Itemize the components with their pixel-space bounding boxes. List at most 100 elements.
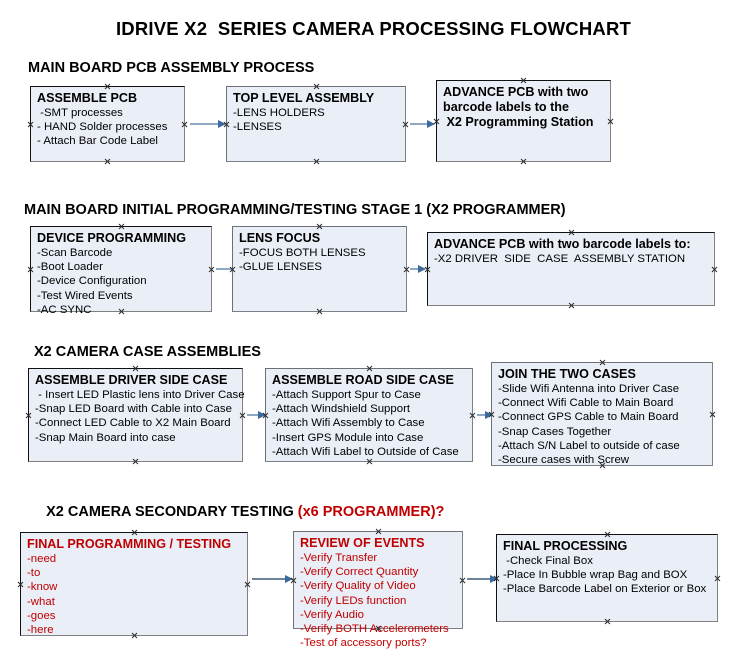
node-line: -Connect LED Cable to X2 Main Board — [35, 417, 231, 430]
arrowhead-icon — [485, 411, 493, 419]
node-line: - Attach Bar Code Label — [37, 135, 158, 148]
node-line: -Insert GPS Module into Case — [272, 431, 424, 444]
node-line: -Attach Wifi Assembly to Case — [272, 417, 425, 430]
node-title: ADVANCE PCB with two barcode labels to: — [434, 237, 691, 251]
node-assemble-pcb[interactable]: ASSEMBLE PCB -SMT processes - HAND Solde… — [30, 86, 185, 162]
node-title: JOIN THE TWO CASES — [498, 367, 636, 381]
connector-handle-top[interactable] — [520, 77, 527, 84]
node-assemble-road-side-case[interactable]: ASSEMBLE ROAD SIDE CASE -Attach Support … — [265, 368, 473, 462]
node-line: X2 Programming Station — [443, 115, 594, 129]
connector-handle-right[interactable] — [181, 121, 188, 128]
node-line-overflow: -Test of accessory ports? — [300, 637, 427, 650]
connector-review-to-final-processing — [467, 575, 498, 583]
node-line: -LENSES — [233, 121, 282, 134]
node-device-programming[interactable]: DEVICE PROGRAMMING -Scan Barcode -Boot L… — [27, 223, 215, 316]
section-heading-x2-camera-case-assemblies: X2 CAMERA CASE ASSEMBLIES — [34, 344, 261, 360]
node-line: -Attach Support Spur to Case — [272, 389, 421, 401]
node-join-the-two-cases[interactable]: JOIN THE TWO CASES -Slide Wifi Antenna i… — [491, 362, 713, 466]
connector-handle-bottom[interactable] — [313, 158, 320, 165]
connector-handle-top[interactable] — [568, 229, 575, 236]
connector-handle-right[interactable] — [208, 266, 215, 273]
node-assemble-driver-side-case[interactable]: ASSEMBLE DRIVER SIDE CASE - Insert LED P… — [25, 365, 246, 465]
connector-handle-bottom[interactable] — [316, 308, 323, 315]
node-line: -Connect Wifi Cable to Main Board — [498, 397, 674, 410]
connector-road-case-to-join-cases — [477, 411, 493, 419]
node-line: -Attach Windshield Support — [272, 403, 411, 416]
connector-handle-bottom[interactable] — [132, 458, 139, 465]
connector-handle-right[interactable] — [402, 121, 409, 128]
node-title: ADVANCE PCB with two — [443, 85, 589, 99]
node-line: - Insert LED Plastic lens into Driver Ca… — [35, 389, 245, 401]
node-line: -know — [27, 581, 58, 594]
node-line: -Verify BOTH Accelerometers — [300, 623, 449, 636]
node-line: -X2 DRIVER SIDE CASE ASSEMBLY STATION — [434, 253, 686, 265]
node-title: LENS FOCUS — [239, 231, 321, 245]
arrowhead-icon — [258, 411, 266, 419]
section-heading-main-board-pcb-assembly: MAIN BOARD PCB ASSEMBLY PROCESS — [28, 60, 315, 76]
arrowhead-icon — [418, 265, 426, 273]
connector-handle-bottom[interactable] — [366, 458, 373, 465]
node-line: -AC SYNC — [37, 303, 92, 316]
node-title: ASSEMBLE ROAD SIDE CASE — [272, 373, 454, 387]
node-title: REVIEW OF EVENTS — [300, 536, 425, 550]
connector-handle-top[interactable] — [313, 83, 320, 90]
node-line: -goes — [27, 609, 56, 622]
node-line: -Verify Quality of Video — [300, 580, 416, 593]
connector-handle-left[interactable] — [27, 266, 34, 273]
connector-handle-bottom[interactable] — [604, 618, 611, 625]
connector-handle-top[interactable] — [599, 359, 606, 366]
node-advance-pcb-driver-side-case[interactable]: ADVANCE PCB with two barcode labels to: … — [427, 232, 715, 306]
node-line: -Verify Correct Quantity — [300, 566, 419, 579]
node-line: -Attach Wifi Label to Outside of Case — [272, 445, 459, 458]
connector-handle-left[interactable] — [17, 581, 24, 588]
connector-handle-right[interactable] — [244, 581, 251, 588]
connector-handle-left[interactable] — [27, 121, 34, 128]
connector-handle-right[interactable] — [459, 577, 466, 584]
connector-handle-right[interactable] — [239, 412, 246, 419]
connector-handle-top[interactable] — [132, 365, 139, 372]
connector-handle-left[interactable] — [25, 412, 32, 419]
connector-lens-focus-to-advance-pcb-driver — [410, 265, 426, 273]
connector-handle-right[interactable] — [714, 575, 721, 582]
connector-handle-right[interactable] — [711, 266, 718, 273]
node-top-level-assembly[interactable]: TOP LEVEL ASSEMBLY -LENS HOLDERS -LENSES — [226, 86, 406, 162]
connector-handle-bottom[interactable] — [568, 302, 575, 309]
section-heading-text: X2 CAMERA SECONDARY TESTING — [46, 504, 298, 520]
node-lens-focus[interactable]: LENS FOCUS -FOCUS BOTH LENSES -GLUE LENS… — [232, 226, 407, 312]
node-line: -Snap Cases Together — [498, 425, 612, 438]
node-line: -Place In Bubble wrap Bag and BOX — [503, 569, 688, 582]
connector-handle-bottom[interactable] — [520, 158, 527, 165]
node-line: -what — [27, 595, 55, 608]
node-line: -Verify Audio — [300, 608, 364, 621]
connector-handle-top[interactable] — [118, 223, 125, 230]
arrowhead-icon — [218, 120, 226, 128]
connector-handle-bottom[interactable] — [104, 158, 111, 165]
connector-top-level-to-advance-pcb — [410, 120, 435, 128]
node-line: -Slide Wifi Antenna into Driver Case — [498, 383, 680, 395]
node-line: -Place Barcode Label on Exterior or Box — [503, 583, 707, 596]
node-title: DEVICE PROGRAMMING — [37, 231, 187, 245]
arrowhead-icon — [285, 575, 293, 583]
connector-handle-right[interactable] — [469, 412, 476, 419]
connector-handle-top[interactable] — [104, 83, 111, 90]
node-line: -SMT processes — [37, 107, 123, 119]
node-line: - HAND Solder processes — [37, 121, 168, 134]
node-line: -Connect GPS Cable to Main Board — [498, 411, 679, 424]
node-line: -Snap Main Board into case — [35, 431, 176, 444]
connector-handle-right[interactable] — [403, 266, 410, 273]
node-line: -Secure cases with Screw — [498, 454, 630, 467]
connector-handle-right[interactable] — [607, 118, 614, 125]
node-final-programming-testing[interactable]: FINAL PROGRAMMING / TESTING -need -to -k… — [20, 532, 248, 636]
node-line: -Verify LEDs function — [300, 594, 407, 607]
node-advance-pcb-programming-station[interactable]: ADVANCE PCB with two barcode labels to t… — [436, 80, 611, 162]
connector-handle-top[interactable] — [604, 531, 611, 538]
connector-assemble-pcb-to-top-level — [190, 120, 226, 128]
node-final-processing[interactable]: FINAL PROCESSING -Check Final Box -Place… — [496, 534, 718, 622]
node-line: -Device Configuration — [37, 275, 147, 288]
connector-handle-top[interactable] — [316, 223, 323, 230]
node-line: -Scan Barcode — [37, 247, 113, 259]
connector-handle-right[interactable] — [709, 411, 716, 418]
connector-handle-top[interactable] — [366, 365, 373, 372]
node-review-of-events[interactable]: REVIEW OF EVENTS -Verify Transfer -Verif… — [293, 531, 466, 649]
